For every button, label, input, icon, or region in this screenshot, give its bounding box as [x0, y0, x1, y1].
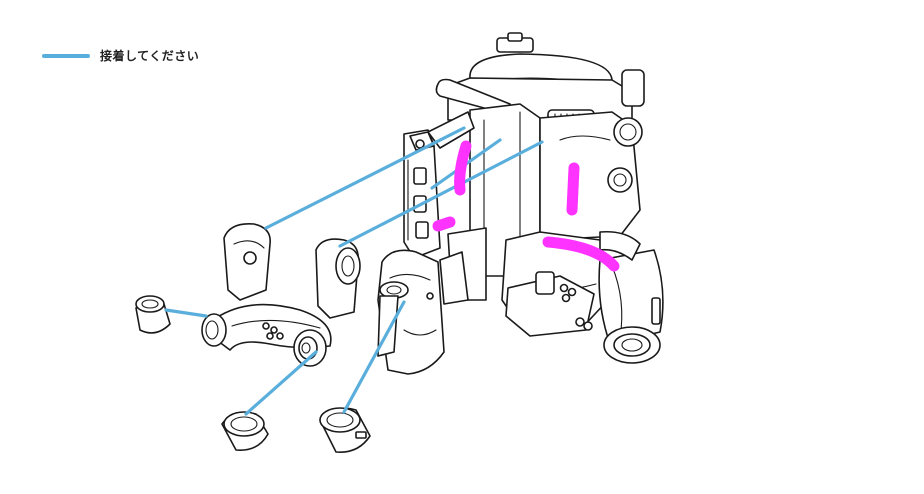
guide-line [264, 126, 466, 230]
arm-bracket [201, 222, 361, 367]
side-unit [377, 249, 469, 375]
legend-line-swatch [42, 53, 90, 58]
glue-mark [566, 162, 580, 216]
cap-bottom-left [221, 411, 269, 451]
main-body [435, 32, 664, 364]
cap-left [135, 295, 171, 334]
guide-line [164, 308, 208, 318]
guide-line [244, 350, 318, 416]
legend-label: 接着してください [100, 49, 200, 63]
legend: 接着してください [42, 47, 199, 64]
guide-line [338, 140, 544, 248]
guide-line [342, 300, 406, 414]
glue-mark [432, 216, 456, 232]
glue-mark [454, 140, 472, 196]
glue-mark [542, 236, 620, 272]
guide-lines [164, 126, 544, 416]
glue-marks [432, 140, 620, 272]
cap-bottom-right [319, 407, 371, 453]
hip-armor-plate [403, 111, 475, 259]
